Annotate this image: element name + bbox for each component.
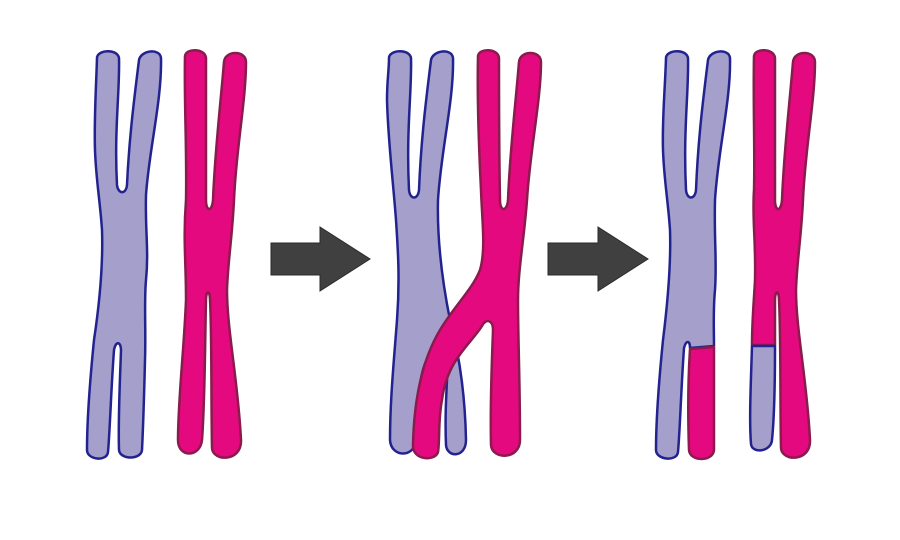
chromosome-magenta-recombinant <box>750 49 817 459</box>
arrow-right-icon <box>547 226 649 292</box>
chromosome-magenta-crossing <box>411 49 543 460</box>
arrow-right-icon <box>270 226 371 292</box>
stage-2 <box>385 49 543 460</box>
chromosome-lavender-recombinant <box>654 50 732 460</box>
chromosome-magenta <box>176 49 248 459</box>
exchanged-segment-magenta <box>687 345 716 461</box>
chromosome-lavender <box>85 50 163 460</box>
stage-1 <box>85 49 248 460</box>
exchanged-segment-lavender <box>748 344 777 452</box>
stage-3 <box>654 49 817 461</box>
